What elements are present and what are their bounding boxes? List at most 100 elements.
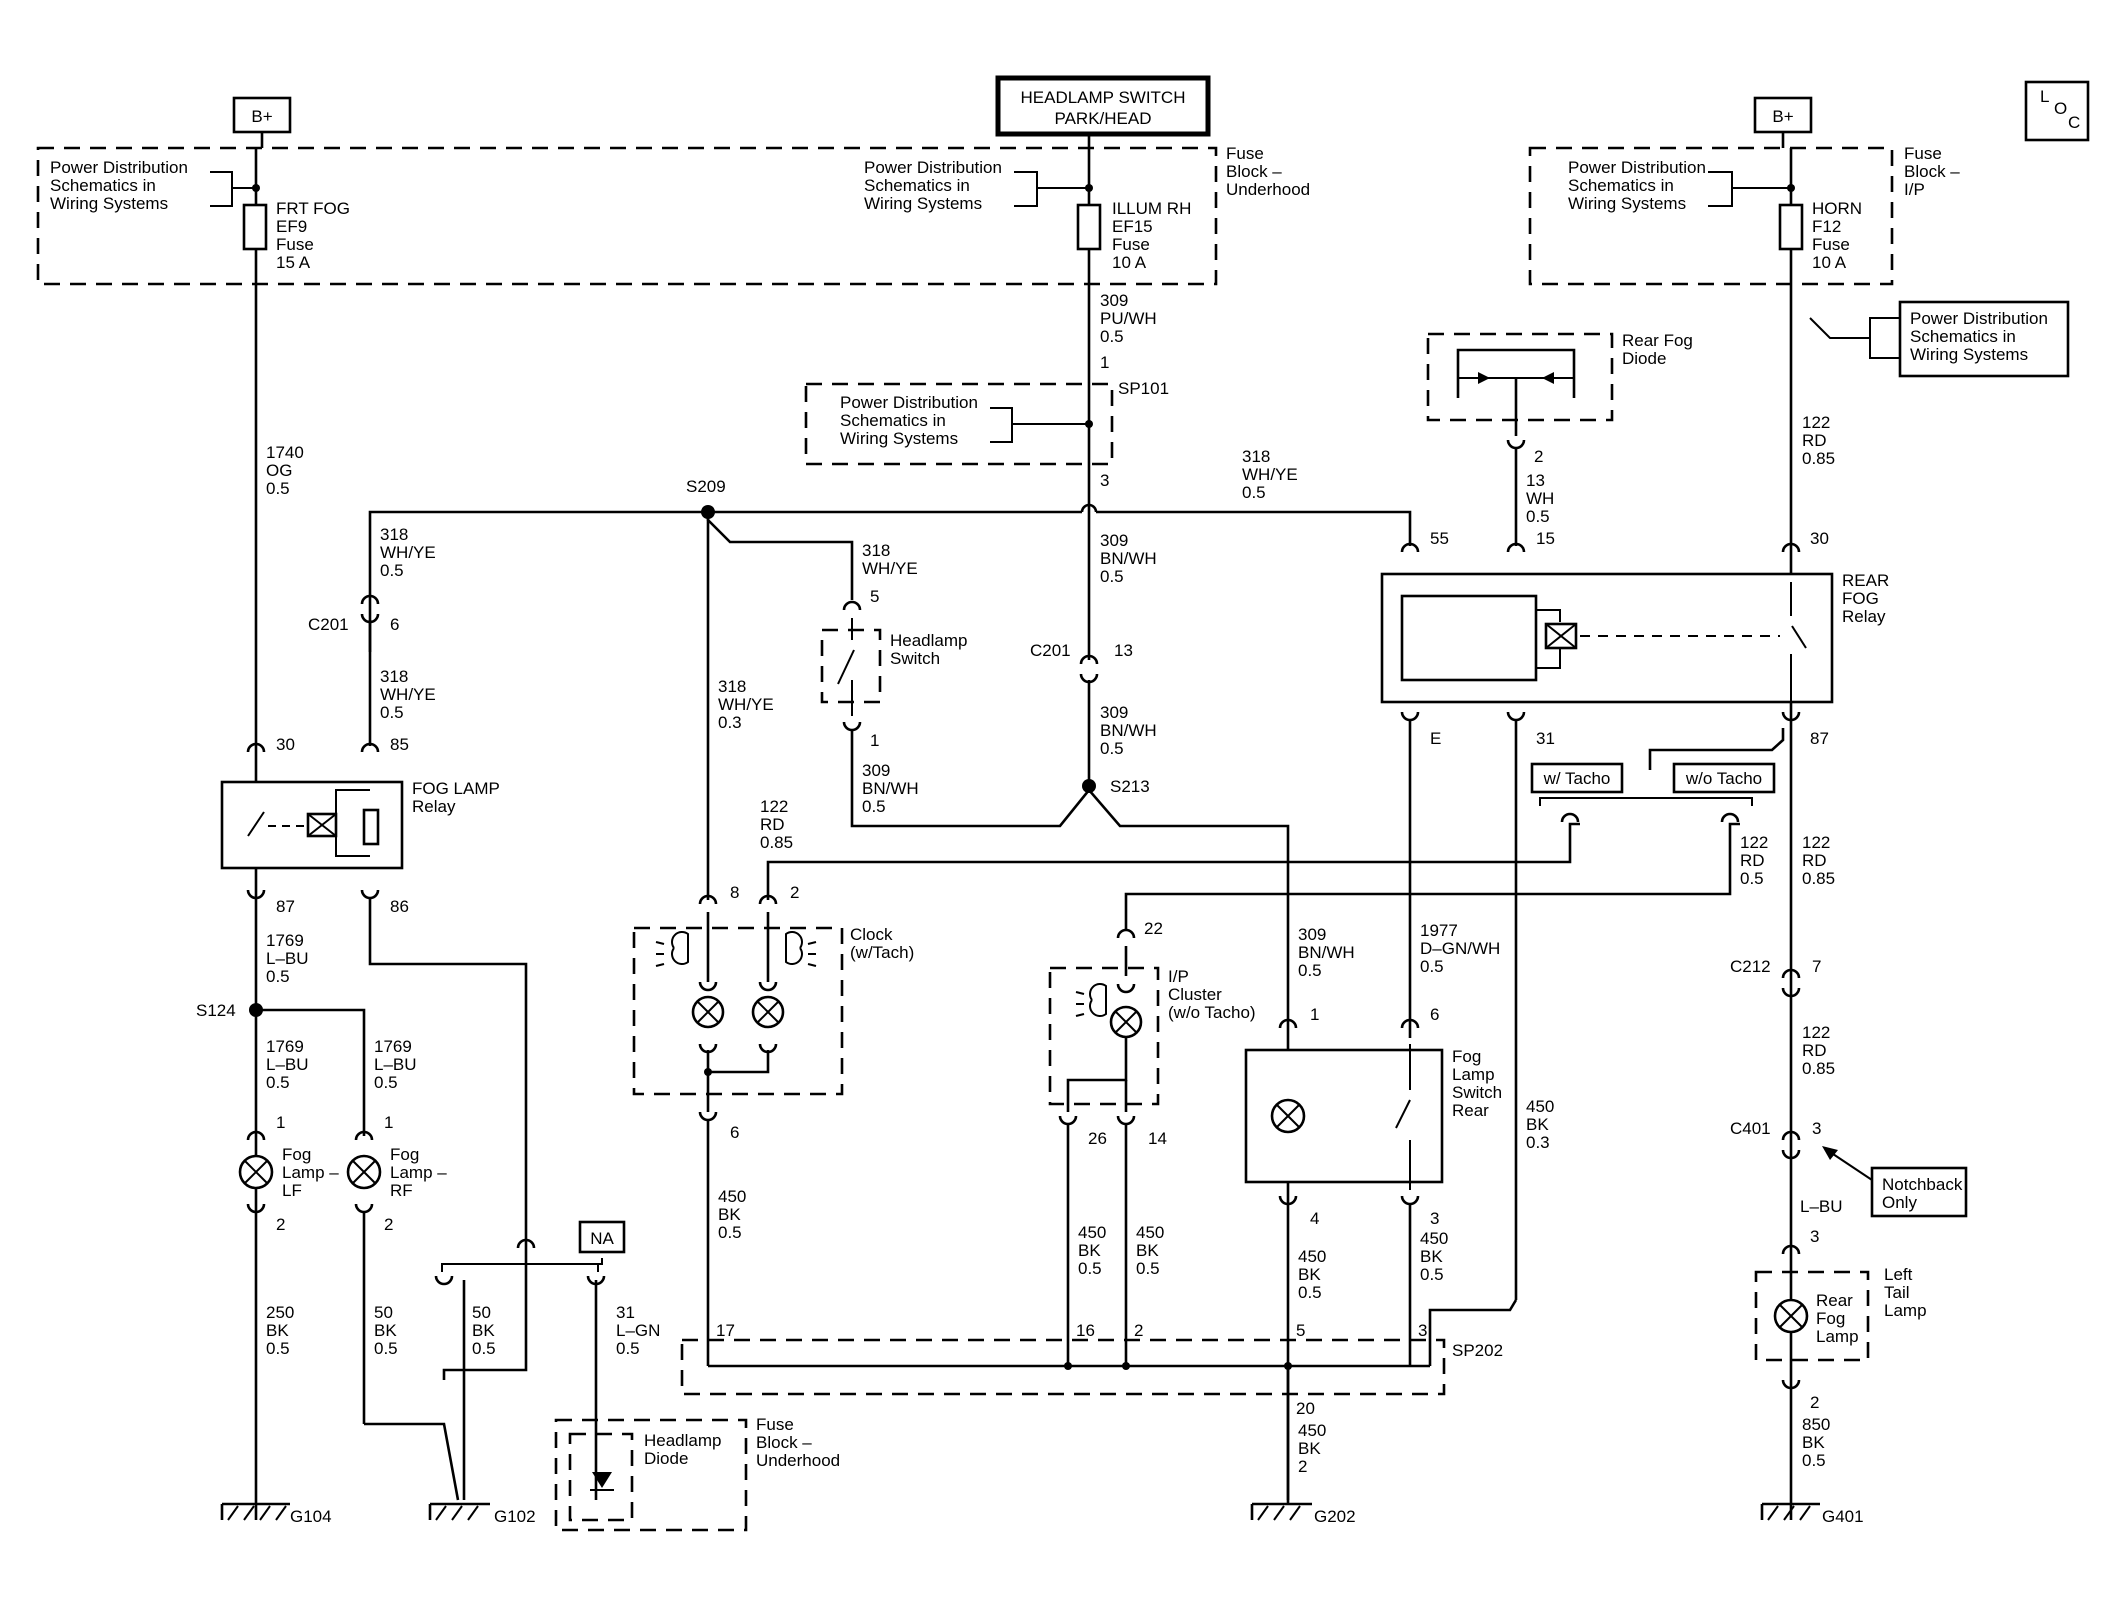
pds-center-3: Wiring Systems xyxy=(864,194,982,213)
pds-center2-leader xyxy=(990,407,1089,425)
clock-lamp-join xyxy=(706,1050,770,1074)
wire-309b-size: 0.5 xyxy=(1100,567,1124,586)
pds-center-leader-2 xyxy=(1014,188,1038,207)
fuse-block-underhood-diode-1: Fuse xyxy=(756,1415,794,1434)
wire-122c-num: 122 xyxy=(1740,833,1768,852)
fuse-block-ip-1: Fuse xyxy=(1904,144,1942,163)
illum-rh-fuse-label: Fuse xyxy=(1112,235,1150,254)
headlamp-switch-label-1: Headlamp xyxy=(890,631,968,650)
na-left-connector xyxy=(434,1275,454,1286)
wire-318-crossover xyxy=(1080,503,1098,513)
headlamp-diode-box xyxy=(568,1432,634,1522)
c212-label: C212 xyxy=(1730,957,1771,976)
wire-309e-size: 0.5 xyxy=(1298,961,1322,980)
wire-450-to-sp202 xyxy=(1428,1299,1518,1366)
pds-left-leader-2 xyxy=(210,188,233,207)
wire-309a-size: 0.5 xyxy=(1100,327,1124,346)
pin-3-top: 3 xyxy=(1100,471,1109,490)
wire-318a-color: WH/YE xyxy=(380,543,436,562)
sp202-pin3: 3 xyxy=(1418,1321,1427,1340)
c201-left-pin: 6 xyxy=(390,615,399,634)
fuse-block-underhood-3: Underhood xyxy=(1226,180,1310,199)
frt-fog-fuse-id: EF9 xyxy=(276,217,307,236)
rear-fog-relay-label-3: Relay xyxy=(1842,607,1886,626)
wire-13-color: WH xyxy=(1526,489,1554,508)
wire-122d-num: 122 xyxy=(1802,833,1830,852)
frt-fog-fuse xyxy=(242,203,268,251)
wire-122a-size: 0.85 xyxy=(760,833,793,852)
wire-318a-num: 318 xyxy=(380,525,408,544)
c401-pin: 3 xyxy=(1812,1119,1821,1138)
pds-center-1: Power Distribution xyxy=(864,158,1002,177)
wire-1769c-size: 0.5 xyxy=(374,1073,398,1092)
wire-450d-num: 450 xyxy=(1136,1223,1164,1242)
wire-1769c-num: 1769 xyxy=(374,1037,412,1056)
wo-tacho-box xyxy=(1672,762,1776,794)
fls-pin1: 1 xyxy=(1310,1005,1319,1024)
headlamp-diode-label-1: Headlamp xyxy=(644,1431,722,1450)
wire-1769a-num: 1769 xyxy=(266,931,304,950)
wire-lbu-label: L–BU xyxy=(1800,1197,1843,1216)
wire-318d-num: 318 xyxy=(718,677,746,696)
wire-31-num: 31 xyxy=(616,1303,635,1322)
fls-pin1-connector xyxy=(1278,1018,1298,1029)
wire-309d-size: 0.5 xyxy=(862,797,886,816)
rear-fog-relay-label-1: REAR xyxy=(1842,571,1889,590)
wire-318top-size: 0.5 xyxy=(1242,483,1266,502)
sp202-region xyxy=(680,1338,1446,1396)
pds-far-right-2: Schematics in xyxy=(1910,327,2016,346)
s124-to-rf xyxy=(256,1008,366,1136)
wire-13-num: 13 xyxy=(1526,471,1545,490)
rear-fog-lamp-pin2-connector xyxy=(1781,1379,1801,1390)
rear-fog-lamp-label-1: Rear xyxy=(1816,1291,1853,1310)
rear-relay-pin30: 30 xyxy=(1810,529,1829,548)
fog-relay-coil-x2 xyxy=(307,813,337,837)
rear-fog-diode-frame xyxy=(1456,348,1576,398)
fls-pin3: 3 xyxy=(1430,1209,1439,1228)
fog-lamp-switch-rear-label-4: Rear xyxy=(1452,1101,1489,1120)
fog-lamp-switch-rear-label-2: Lamp xyxy=(1452,1065,1495,1084)
wire-450d-color: BK xyxy=(1136,1241,1159,1260)
bplus-left-label: B+ xyxy=(251,107,272,126)
rear-fog-lamp-label-3: Lamp xyxy=(1816,1327,1859,1346)
fuse-block-underhood-diode-region xyxy=(554,1418,748,1532)
frt-fog-fuse-rating: 15 A xyxy=(276,253,311,272)
wire-1740-size: 0.5 xyxy=(266,479,290,498)
fuse-block-underhood-diode-2: Block – xyxy=(756,1433,812,1452)
wire-318b-num: 318 xyxy=(380,667,408,686)
rear-fog-diode-arrow-left xyxy=(1478,372,1490,384)
loc-c: C xyxy=(2068,113,2080,132)
fog-lamp-relay-label-2: Relay xyxy=(412,797,456,816)
fog-relay-resistor xyxy=(362,808,380,846)
horn-fuse-name: HORN xyxy=(1812,199,1862,218)
fls-contact xyxy=(1395,1099,1411,1129)
wire-450c-num: 450 xyxy=(1078,1223,1106,1242)
wire-1769c-color: L–BU xyxy=(374,1055,417,1074)
rear-fog-diode-box xyxy=(1426,332,1614,422)
c201-left-connector-top xyxy=(360,594,380,605)
wire-850-color: BK xyxy=(1802,1433,1825,1452)
wire-122e-color: RD xyxy=(1802,1041,1827,1060)
pds-center2-2: Schematics in xyxy=(840,411,946,430)
pds-left-3: Wiring Systems xyxy=(50,194,168,213)
fuse-block-ip-3: I/P xyxy=(1904,180,1925,199)
sp202-dot-16 xyxy=(1064,1362,1072,1370)
wire-122d-size: 0.85 xyxy=(1802,869,1835,888)
pds-far-right-leader-2 xyxy=(1869,338,1900,359)
rear-relay-contact xyxy=(1791,625,1807,649)
relay-pin86-connector xyxy=(360,889,380,900)
relay-pin86: 86 xyxy=(390,897,409,916)
relay-86-to-ground-wire xyxy=(368,898,528,1380)
relay-pin87: 87 xyxy=(276,897,295,916)
headlamp-switch-title: HEADLAMP SWITCH xyxy=(1021,88,1186,107)
horn-fuse-rating: 10 A xyxy=(1812,253,1847,272)
clock-label-1: Clock xyxy=(850,925,893,944)
frt-fog-fuse-name: FRT FOG xyxy=(276,199,350,218)
wire-1977-num: 1977 xyxy=(1420,921,1458,940)
wire-450e-color: BK xyxy=(1298,1265,1321,1284)
rear-relay-87-branch xyxy=(1648,728,1785,770)
wire-31-size: 0.5 xyxy=(616,1339,640,1358)
g102-label: G102 xyxy=(494,1507,536,1526)
wire-1977-color: D–GN/WH xyxy=(1420,939,1500,958)
bplus-right-label: B+ xyxy=(1772,107,1793,126)
